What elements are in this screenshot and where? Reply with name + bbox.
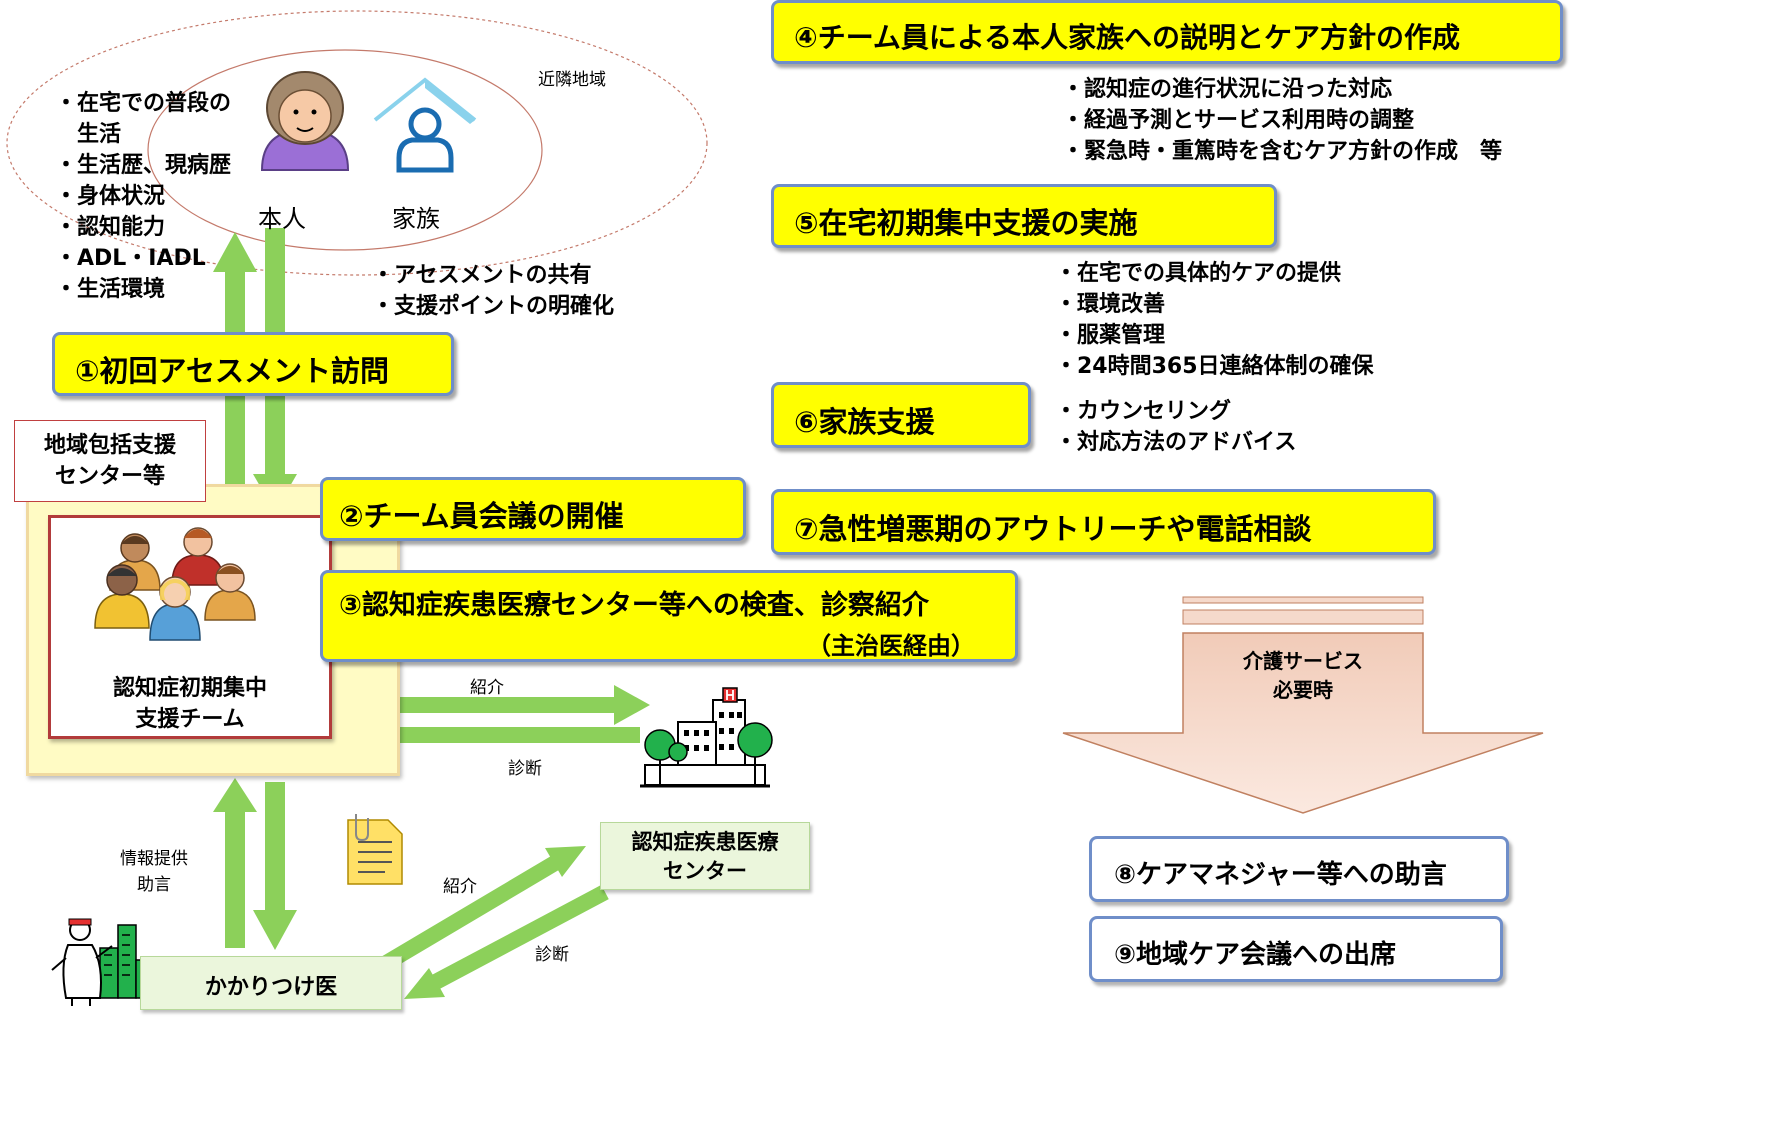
medical-center-line: 認知症疾患医療 xyxy=(631,830,779,854)
assessment-item: ・生活環境 xyxy=(55,277,166,302)
step-5-details: ・在宅での具体的ケアの提供 ・環境改善 ・服薬管理 ・24時間365日連絡体制の… xyxy=(1055,258,1374,382)
step-5-detail: ・環境改善 xyxy=(1055,292,1166,317)
step-8-care-manager-advice: ⑧ケアマネジャー等への助言 xyxy=(1089,836,1509,902)
step-4-detail: ・認知症の進行状況に沿った対応 xyxy=(1062,77,1393,102)
home-ellipse xyxy=(147,49,543,251)
step-5-detail: ・24時間365日連絡体制の確保 xyxy=(1055,354,1374,379)
referral-label-2: 紹介 xyxy=(443,877,477,897)
referral-label-1: 紹介 xyxy=(470,678,504,698)
step-2-team-meeting: ②チーム員会議の開催 xyxy=(320,477,746,541)
initial-support-team-box: 認知症初期集中 支援チーム xyxy=(48,515,332,739)
referral-arrow-to-center xyxy=(373,846,586,975)
diagnosis-label-2: 診断 xyxy=(535,945,569,965)
sharing-note: ・支援ポイントの明確化 xyxy=(372,294,615,319)
assessment-item: 生活 xyxy=(55,122,122,147)
sharing-note: ・アセスメントの共有 xyxy=(372,263,592,288)
person-label: 本人 xyxy=(258,205,306,233)
family-label: 家族 xyxy=(392,205,440,233)
step-6-detail: ・対応方法のアドバイス xyxy=(1055,430,1297,455)
hospital-icon xyxy=(640,687,773,788)
step-3-line2: （主治医経由） xyxy=(807,632,975,660)
medical-center-line: センター xyxy=(663,859,747,883)
step-5-intensive-support: ⑤在宅初期集中支援の実施 xyxy=(771,184,1277,248)
step-6-detail: ・カウンセリング xyxy=(1055,399,1232,424)
team-name: 認知症初期集中 支援チーム xyxy=(51,673,329,735)
diagnosis-label-1: 診断 xyxy=(508,759,542,779)
center-label-line: 地域包括支援 xyxy=(43,433,176,458)
assessment-item: ・生活歴、現病歴 xyxy=(55,153,232,178)
step-9-community-care-meeting: ⑨地域ケア会議への出席 xyxy=(1089,916,1503,982)
diagram-canvas xyxy=(6,10,1544,1006)
step-4-detail: ・緊急時・重篤時を含むケア方針の作成 等 xyxy=(1062,139,1503,164)
step-3-line1: ③認知症疾患医療センター等への検査、診察紹介 xyxy=(339,590,929,621)
community-support-center-label: 地域包括支援 センター等 xyxy=(14,420,206,502)
assessment-item: ・在宅での普段の xyxy=(55,91,232,116)
sharing-notes: ・アセスメントの共有 ・支援ポイントの明確化 xyxy=(372,260,614,322)
care-service-line: 介護サービス xyxy=(1243,649,1363,673)
assessment-item: ・ADL・IADL xyxy=(55,246,206,271)
step-6-family-support: ⑥家族支援 xyxy=(771,382,1031,448)
info-up-arrow xyxy=(213,778,257,948)
care-service-arrow xyxy=(1062,596,1544,814)
info-advice-label: 情報提供 助言 xyxy=(120,846,188,898)
care-service-label: 介護サービス 必要時 xyxy=(1183,647,1423,705)
doctor-icon xyxy=(51,918,149,1006)
team-name-line: 支援チーム xyxy=(135,707,245,732)
care-service-line: 必要時 xyxy=(1273,678,1333,702)
step-4-detail: ・経過予測とサービス利用時の調整 xyxy=(1062,108,1415,133)
assessment-items-list: ・在宅での普段の 生活 ・生活歴、現病歴 ・身体状況 ・認知能力 ・ADL・IA… xyxy=(55,88,231,305)
step-4-details: ・認知症の進行状況に沿った対応 ・経過予測とサービス利用時の調整 ・緊急時・重篤… xyxy=(1062,74,1502,167)
info-label-line: 情報提供 xyxy=(120,849,188,869)
step-5-detail: ・在宅での具体的ケアの提供 xyxy=(1055,261,1342,286)
document-icon xyxy=(347,814,403,885)
step-6-details: ・カウンセリング ・対応方法のアドバイス xyxy=(1055,396,1296,458)
step-4-care-policy: ④チーム員による本人家族への説明とケア方針の作成 xyxy=(771,0,1563,64)
center-label-line: センター等 xyxy=(54,464,165,489)
assessment-item: ・身体状況 xyxy=(55,184,166,209)
family-doctor-box: かかりつけ医 xyxy=(140,956,402,1010)
step-1-initial-assessment: ①初回アセスメント訪問 xyxy=(52,332,454,396)
team-name-line: 認知症初期集中 xyxy=(112,676,267,701)
neighborhood-label: 近隣地域 xyxy=(538,70,606,90)
assessment-item: ・認知能力 xyxy=(55,215,166,240)
neighborhood-ellipse xyxy=(6,10,708,276)
info-down-arrow xyxy=(253,782,297,950)
elderly-person-icon xyxy=(260,71,350,171)
family-house-icon xyxy=(373,77,477,173)
step-3-referral: ③認知症疾患医療センター等への検査、診察紹介 （主治医経由） xyxy=(320,570,1018,662)
info-label-line: 助言 xyxy=(137,875,171,895)
step-7-outreach: ⑦急性増悪期のアウトリーチや電話相談 xyxy=(771,489,1436,555)
step-5-detail: ・服薬管理 xyxy=(1055,323,1166,348)
diagnosis-arrow-from-center xyxy=(404,884,609,999)
dementia-medical-center: 認知症疾患医療 センター xyxy=(600,822,810,890)
referral-arrow-to-hospital xyxy=(333,685,650,725)
